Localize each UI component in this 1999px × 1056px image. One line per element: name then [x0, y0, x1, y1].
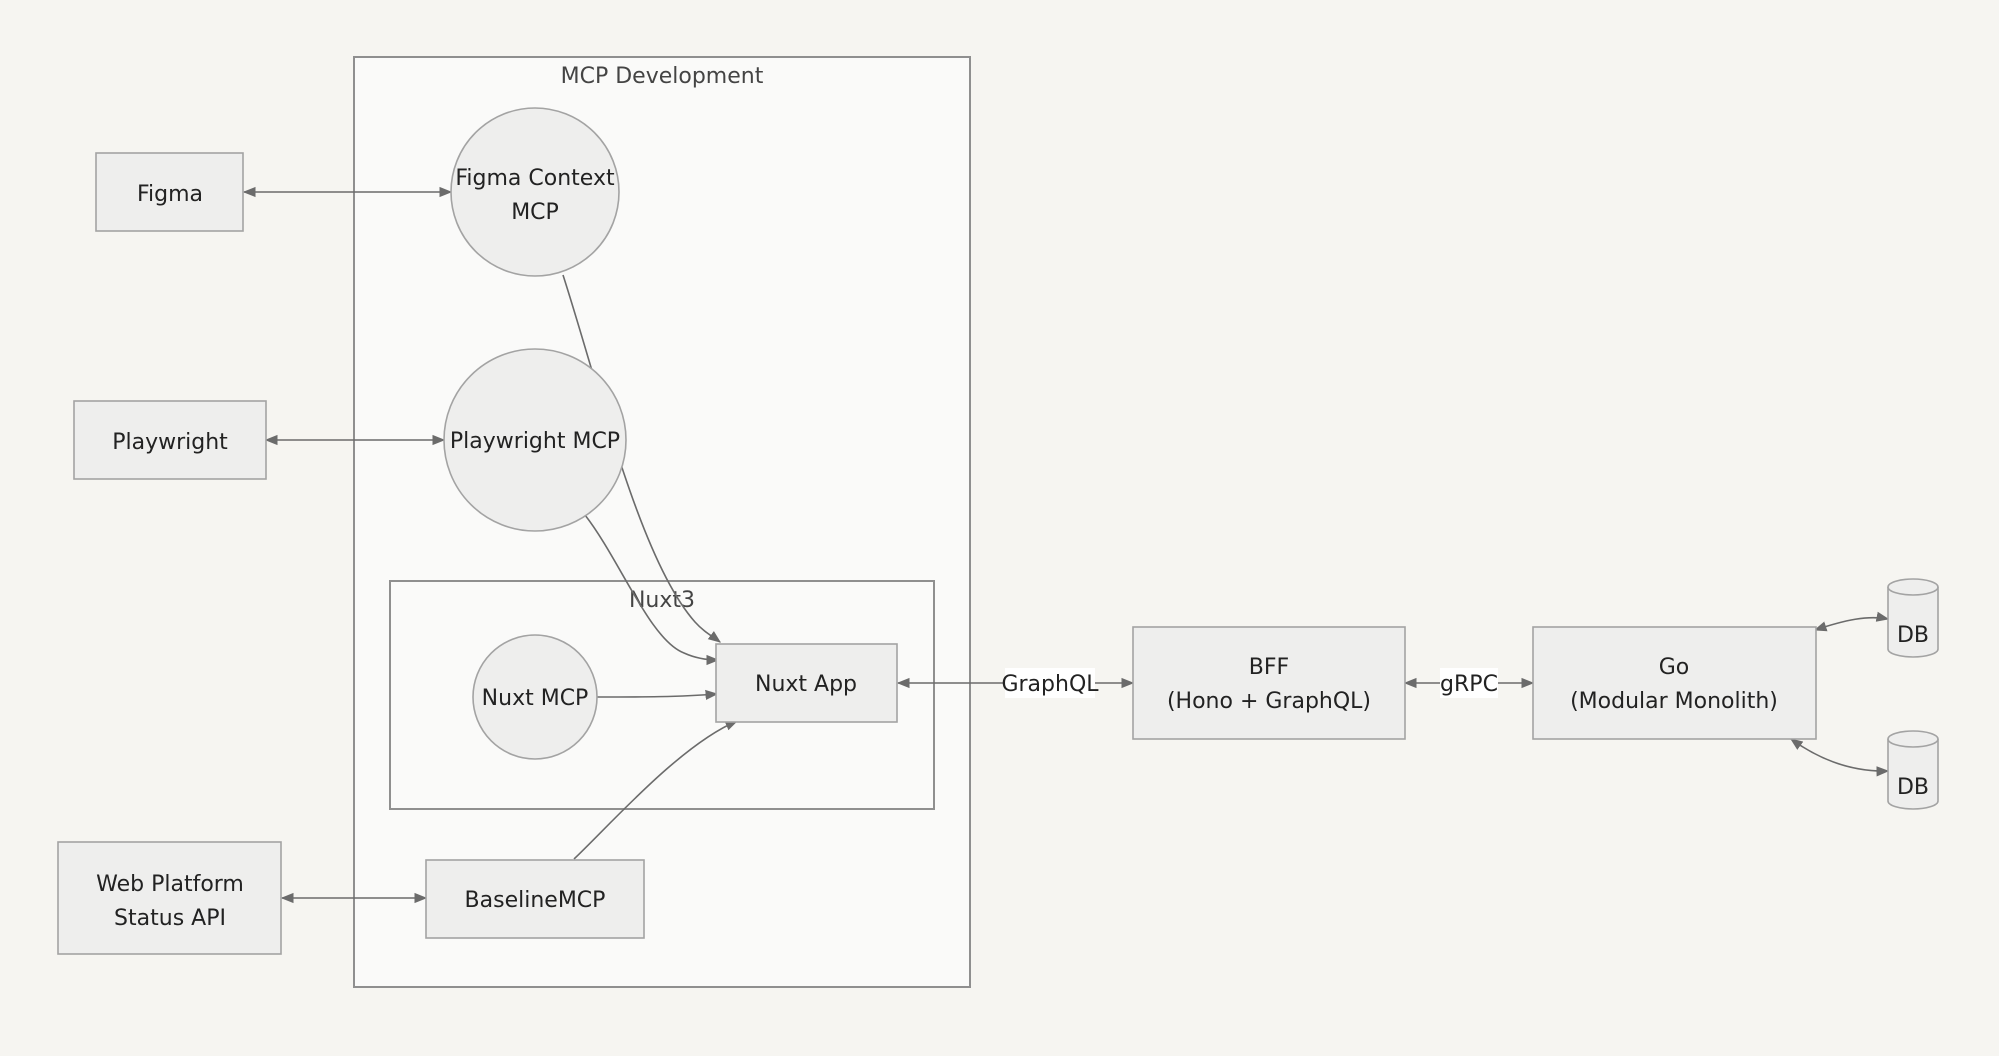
edge-nuxt-mcp-nuxt-app — [596, 689, 719, 701]
svg-text:Playwright: Playwright — [112, 430, 228, 455]
edge-playwright-mcp-nuxt-app — [584, 514, 720, 666]
svg-text:(Modular Monolith): (Modular Monolith) — [1570, 689, 1778, 714]
svg-text:Go: Go — [1659, 655, 1690, 680]
cluster-mcp-development-label: MCP Development — [561, 64, 764, 89]
svg-text:Web Platform: Web Platform — [96, 872, 244, 897]
node-db-1[interactable]: DB — [1887, 578, 1939, 658]
edge-go-db2 — [1789, 738, 1890, 777]
node-figma[interactable]: Figma — [95, 152, 244, 232]
svg-text:(Hono + GraphQL): (Hono + GraphQL) — [1167, 689, 1371, 714]
edge-figma-mcp-nuxt-app — [562, 274, 722, 643]
svg-text:Figma Context: Figma Context — [455, 166, 615, 191]
cluster-mcp-development: MCP Development — [353, 56, 971, 988]
node-playwright[interactable]: Playwright — [73, 400, 267, 480]
svg-text:Status API: Status API — [114, 906, 226, 931]
svg-text:Nuxt App: Nuxt App — [755, 672, 857, 697]
edge-label-graphql: GraphQL — [1001, 668, 1099, 698]
edges — [242, 186, 1890, 904]
svg-text:DB: DB — [1897, 775, 1929, 800]
svg-text:gRPC: gRPC — [1440, 672, 1498, 697]
svg-text:DB: DB — [1897, 623, 1929, 648]
node-web-platform-status-api[interactable]: Web Platform Status API — [57, 841, 282, 955]
node-nuxt-mcp[interactable]: Nuxt MCP — [472, 634, 598, 760]
edge-baseline-mcp-nuxt-app — [573, 720, 739, 860]
node-go-modular-monolith[interactable]: Go (Modular Monolith) — [1532, 626, 1817, 740]
svg-text:BaselineMCP: BaselineMCP — [465, 888, 606, 913]
node-db-2[interactable]: DB — [1887, 730, 1939, 810]
svg-text:Figma: Figma — [137, 182, 203, 207]
edge-label-grpc: gRPC — [1440, 668, 1498, 698]
node-playwright-mcp[interactable]: Playwright MCP — [443, 348, 627, 532]
node-baseline-mcp[interactable]: BaselineMCP — [425, 859, 645, 939]
svg-text:Playwright MCP: Playwright MCP — [450, 429, 620, 454]
edge-go-db1 — [1813, 611, 1890, 632]
svg-text:BFF: BFF — [1249, 655, 1289, 680]
svg-text:GraphQL: GraphQL — [1001, 672, 1099, 697]
node-figma-context-mcp[interactable]: Figma Context MCP — [450, 107, 620, 277]
svg-text:MCP: MCP — [511, 200, 559, 225]
svg-text:Nuxt MCP: Nuxt MCP — [482, 686, 589, 711]
node-bff[interactable]: BFF (Hono + GraphQL) — [1132, 626, 1406, 740]
node-nuxt-app[interactable]: Nuxt App — [715, 643, 898, 723]
